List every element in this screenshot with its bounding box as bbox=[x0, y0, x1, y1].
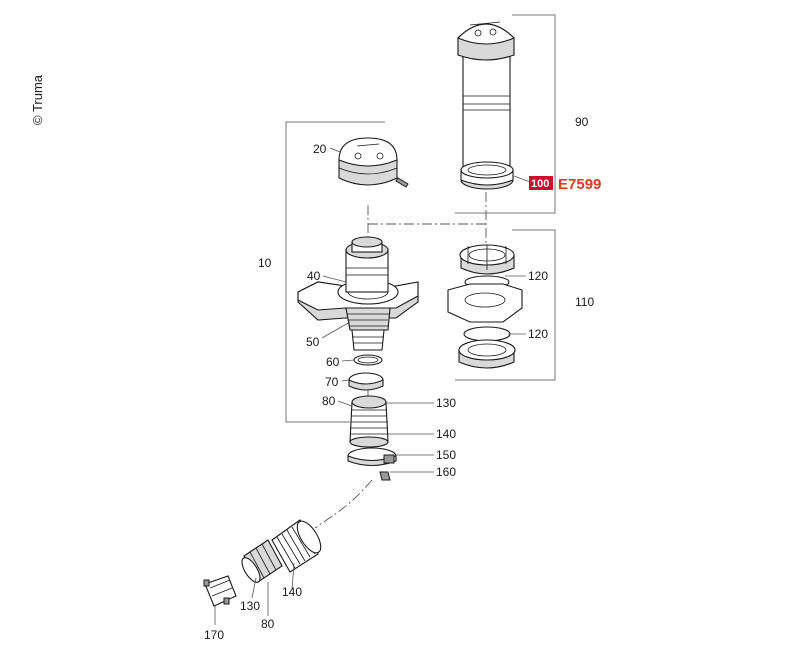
bracket-110 bbox=[455, 229, 556, 381]
part-nut-lower bbox=[458, 339, 516, 369]
label-170: 170 bbox=[204, 628, 224, 642]
part-80-connector-lower bbox=[241, 539, 283, 583]
article-code: E7599 bbox=[558, 176, 601, 193]
label-140b: 140 bbox=[282, 585, 302, 599]
part-110-gasket-plate bbox=[447, 283, 523, 323]
bracket-90 bbox=[455, 14, 556, 214]
part-120-o-ring-lower bbox=[463, 326, 511, 342]
label-10: 10 bbox=[258, 256, 272, 270]
part-50-housing bbox=[345, 236, 391, 351]
label-120a: 120 bbox=[528, 269, 548, 283]
leader-40 bbox=[322, 275, 347, 283]
label-130a: 130 bbox=[436, 396, 456, 410]
leader-50 bbox=[321, 321, 351, 339]
leader-140b bbox=[291, 562, 295, 591]
part-150-hose-clamp bbox=[347, 447, 397, 467]
label-90: 90 bbox=[575, 115, 589, 129]
leader-70 bbox=[341, 379, 350, 382]
part-140-hose bbox=[271, 519, 322, 573]
label-150: 150 bbox=[436, 448, 456, 462]
label-100: 100 bbox=[531, 178, 549, 190]
screw bbox=[395, 177, 409, 188]
label-160: 160 bbox=[436, 465, 456, 479]
part-nut-upper bbox=[459, 244, 515, 275]
label-50: 50 bbox=[306, 335, 320, 349]
label-20: 20 bbox=[313, 142, 327, 156]
bracket-10 bbox=[285, 121, 385, 423]
label-80b: 80 bbox=[261, 617, 275, 631]
part-20-cap bbox=[338, 137, 398, 186]
highlight-badge-100 bbox=[529, 176, 553, 190]
leader-80a bbox=[337, 400, 353, 407]
leader-100 bbox=[513, 175, 531, 183]
label-120b: 120 bbox=[528, 327, 548, 341]
leader-130b bbox=[251, 577, 257, 599]
axis-line bbox=[314, 479, 373, 529]
label-80a: 80 bbox=[322, 394, 336, 408]
part-80-connector bbox=[349, 395, 389, 448]
part-60-o-ring-inner bbox=[357, 356, 379, 364]
leader-60 bbox=[341, 359, 355, 362]
label-140a: 140 bbox=[436, 427, 456, 441]
part-90-chimney-tube bbox=[457, 21, 515, 168]
label-40: 40 bbox=[307, 269, 321, 283]
copyright-text: © Truma bbox=[30, 74, 45, 125]
label-70: 70 bbox=[325, 375, 339, 389]
label-130b: 130 bbox=[240, 599, 260, 613]
part-100-ring bbox=[460, 161, 514, 190]
part-70-clamp bbox=[348, 372, 384, 391]
label-60: 60 bbox=[326, 355, 340, 369]
label-110: 110 bbox=[575, 295, 594, 309]
leader-20 bbox=[329, 147, 341, 153]
part-160-screw bbox=[379, 471, 391, 481]
part-170-bracket bbox=[203, 575, 237, 607]
